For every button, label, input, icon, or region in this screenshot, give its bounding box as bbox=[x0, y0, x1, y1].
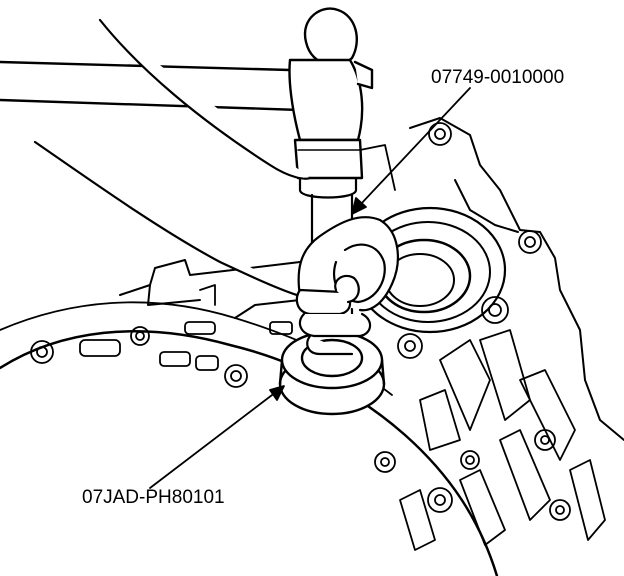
leader-driver bbox=[351, 87, 471, 215]
driver-part-number: 07749-0010000 bbox=[431, 67, 565, 88]
flange-slots bbox=[79, 321, 293, 371]
hand-icon bbox=[33, 18, 399, 356]
flange-bolt-holes bbox=[30, 122, 571, 521]
attachment-tool bbox=[278, 330, 386, 416]
leader-attachment bbox=[149, 385, 285, 489]
transmission-housing bbox=[0, 117, 624, 576]
hammer-icon bbox=[0, 7, 374, 180]
case-ribs bbox=[199, 144, 606, 551]
attachment-part-number: 07JAD-PH80101 bbox=[82, 487, 225, 508]
